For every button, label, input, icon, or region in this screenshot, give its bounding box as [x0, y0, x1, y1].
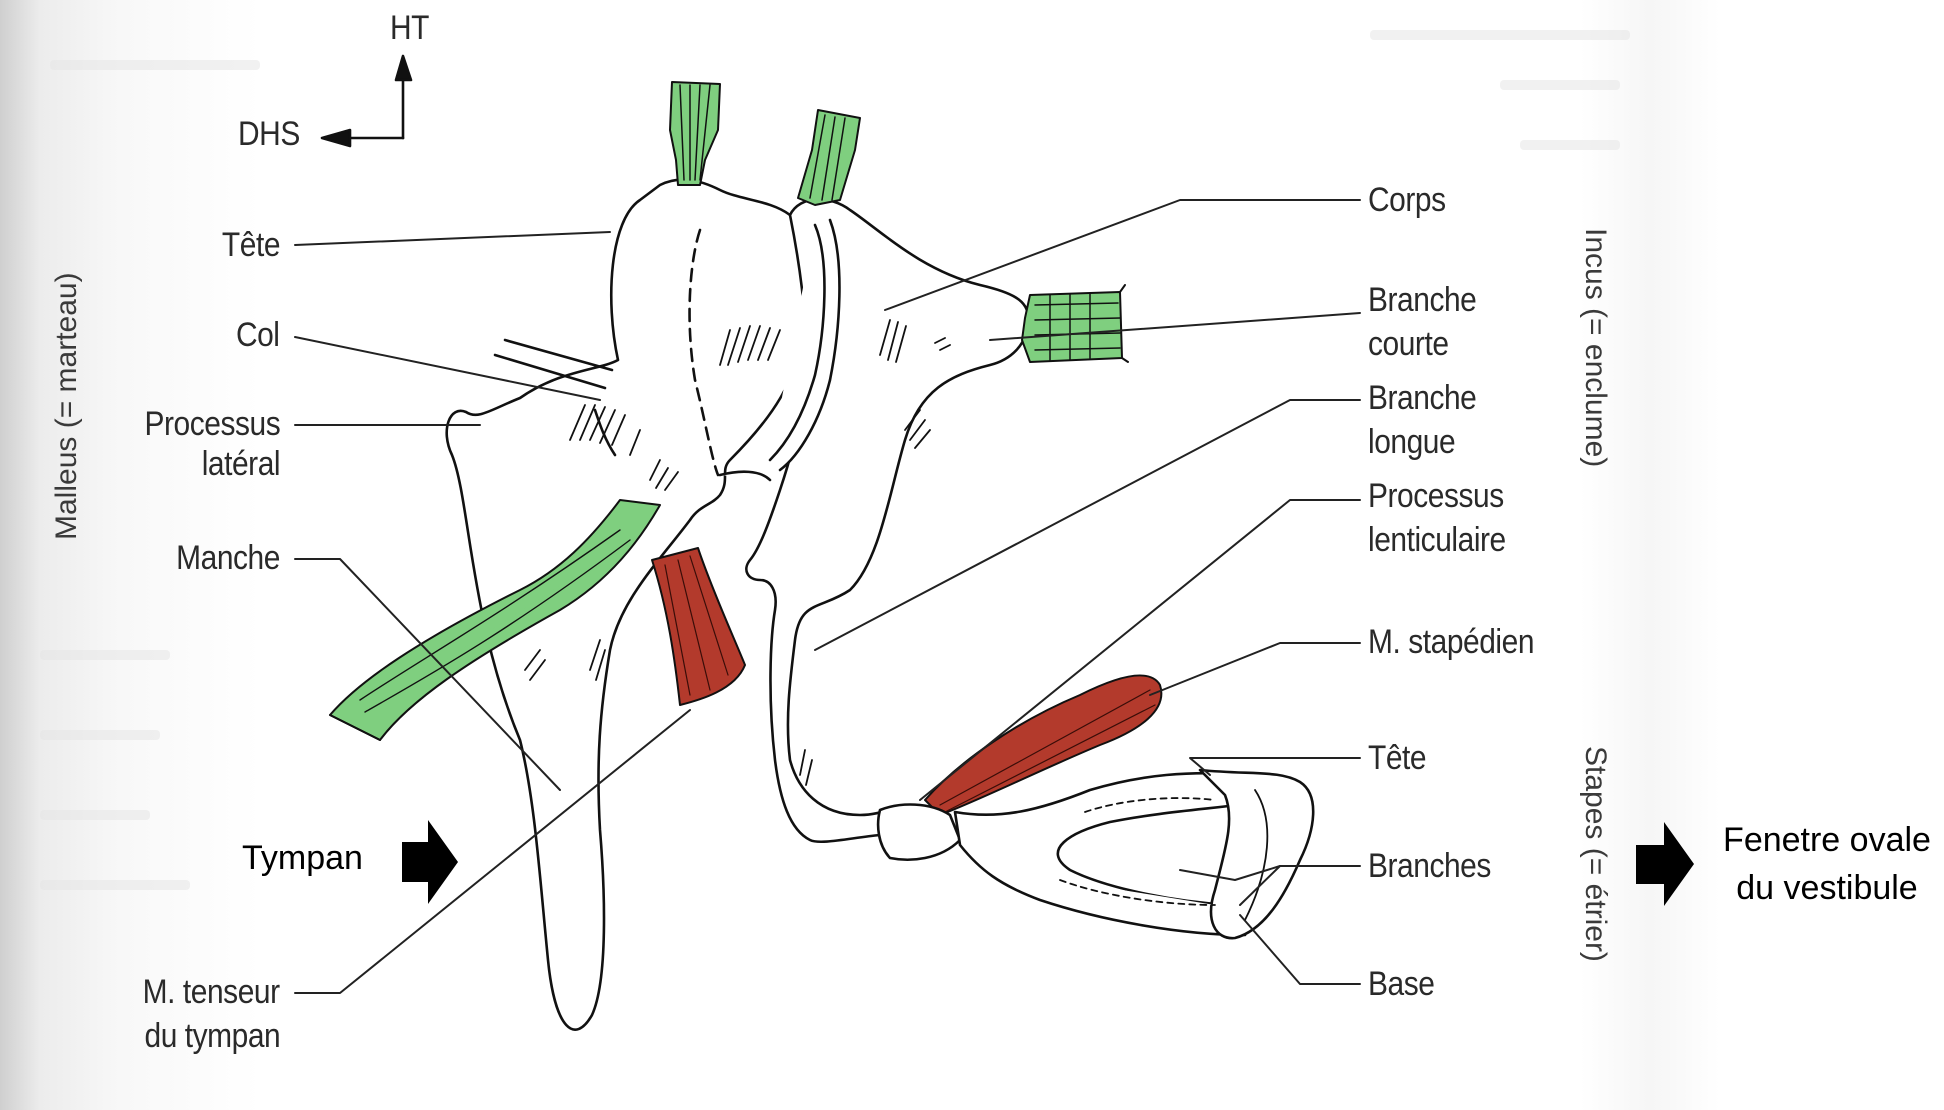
label-stapedien: M. stapédien — [1368, 622, 1534, 662]
label-branche-longue-line1: Branche — [1368, 378, 1476, 418]
label-base: Base — [1368, 964, 1434, 1004]
label-tenseur-line2: du tympan — [144, 1016, 280, 1056]
label-processus-lenticulaire-line1: Processus — [1368, 476, 1504, 516]
group-label-stapes: Stapes (= étrier) — [1578, 746, 1612, 962]
tympan-arrow-icon — [402, 820, 458, 904]
group-label-malleus: Malleus (= marteau) — [50, 272, 84, 540]
label-processus-lateral-line1: Processus — [144, 404, 280, 444]
fenetre-arrow-icon — [1636, 822, 1694, 906]
annotation-fenetre-line2: du vestibule — [1710, 866, 1944, 910]
ligament-top-incus — [798, 110, 860, 205]
orientation-axes — [322, 56, 411, 146]
label-branche-courte-line2: courte — [1368, 324, 1449, 364]
label-tenseur-line1: M. tenseur — [143, 972, 280, 1012]
ligament-short-process — [1022, 285, 1128, 362]
ligament-top-malleus — [670, 82, 720, 185]
orientation-up-label: HT — [390, 8, 429, 48]
tensor-tympani-muscle — [652, 548, 745, 705]
label-processus-lenticulaire-line2: lenticulaire — [1368, 520, 1506, 560]
label-branches: Branches — [1368, 846, 1491, 886]
orientation-left-label: DHS — [238, 114, 300, 154]
label-stapes-tete: Tête — [1368, 738, 1426, 778]
annotation-fenetre-line1: Fenetre ovale — [1710, 818, 1944, 862]
label-manche: Manche — [176, 538, 280, 578]
group-label-incus: Incus (= enclume) — [1578, 228, 1612, 467]
label-malleus-tete: Tête — [222, 225, 280, 265]
label-processus-lateral-line2: latéral — [202, 444, 280, 484]
annotation-tympan: Tympan — [242, 836, 363, 880]
label-incus-corps: Corps — [1368, 180, 1446, 220]
label-branche-longue-line2: longue — [1368, 422, 1455, 462]
label-malleus-col: Col — [236, 315, 280, 355]
label-branche-courte-line1: Branche — [1368, 280, 1476, 320]
